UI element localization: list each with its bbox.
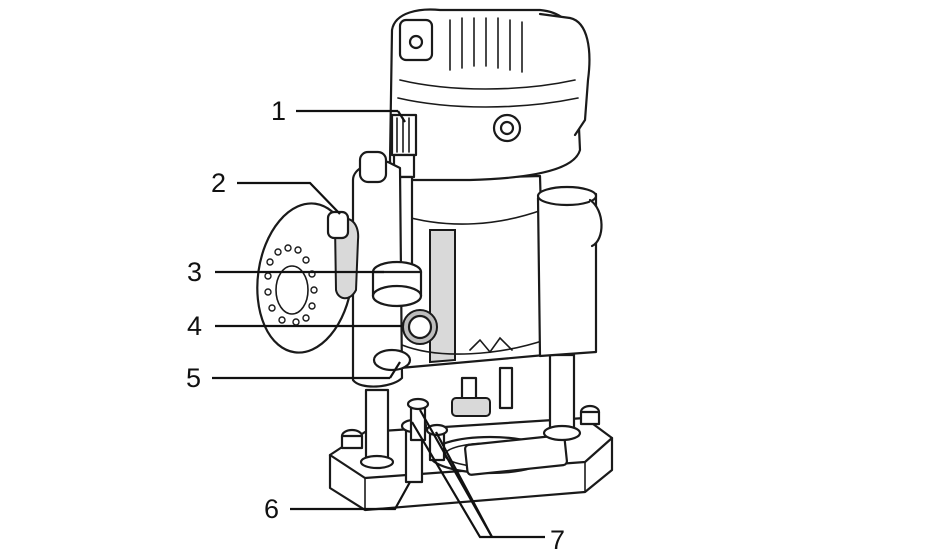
leader-7a xyxy=(411,421,545,539)
callout-1: 1 xyxy=(271,96,286,126)
leader-6 xyxy=(290,481,411,511)
leader-lines xyxy=(212,109,545,539)
leader-5-tip xyxy=(389,361,401,379)
callout-6: 6 xyxy=(264,494,279,524)
stop-pins xyxy=(400,397,449,484)
router-base xyxy=(328,404,614,512)
depth-dial xyxy=(256,202,360,354)
leader-7c xyxy=(435,431,493,538)
motor-head xyxy=(388,8,591,182)
callout-labels: 1 2 3 4 5 6 7 xyxy=(186,96,565,555)
leader-2 xyxy=(237,181,341,215)
guide-columns xyxy=(359,353,582,470)
callout-3: 3 xyxy=(187,257,202,287)
callout-5: 5 xyxy=(186,363,201,393)
depth-stop-block xyxy=(351,150,438,388)
leader-1-tip xyxy=(397,110,406,123)
callout-4: 4 xyxy=(187,311,202,341)
callout-7: 7 xyxy=(550,525,565,555)
callout-2: 2 xyxy=(211,168,226,198)
